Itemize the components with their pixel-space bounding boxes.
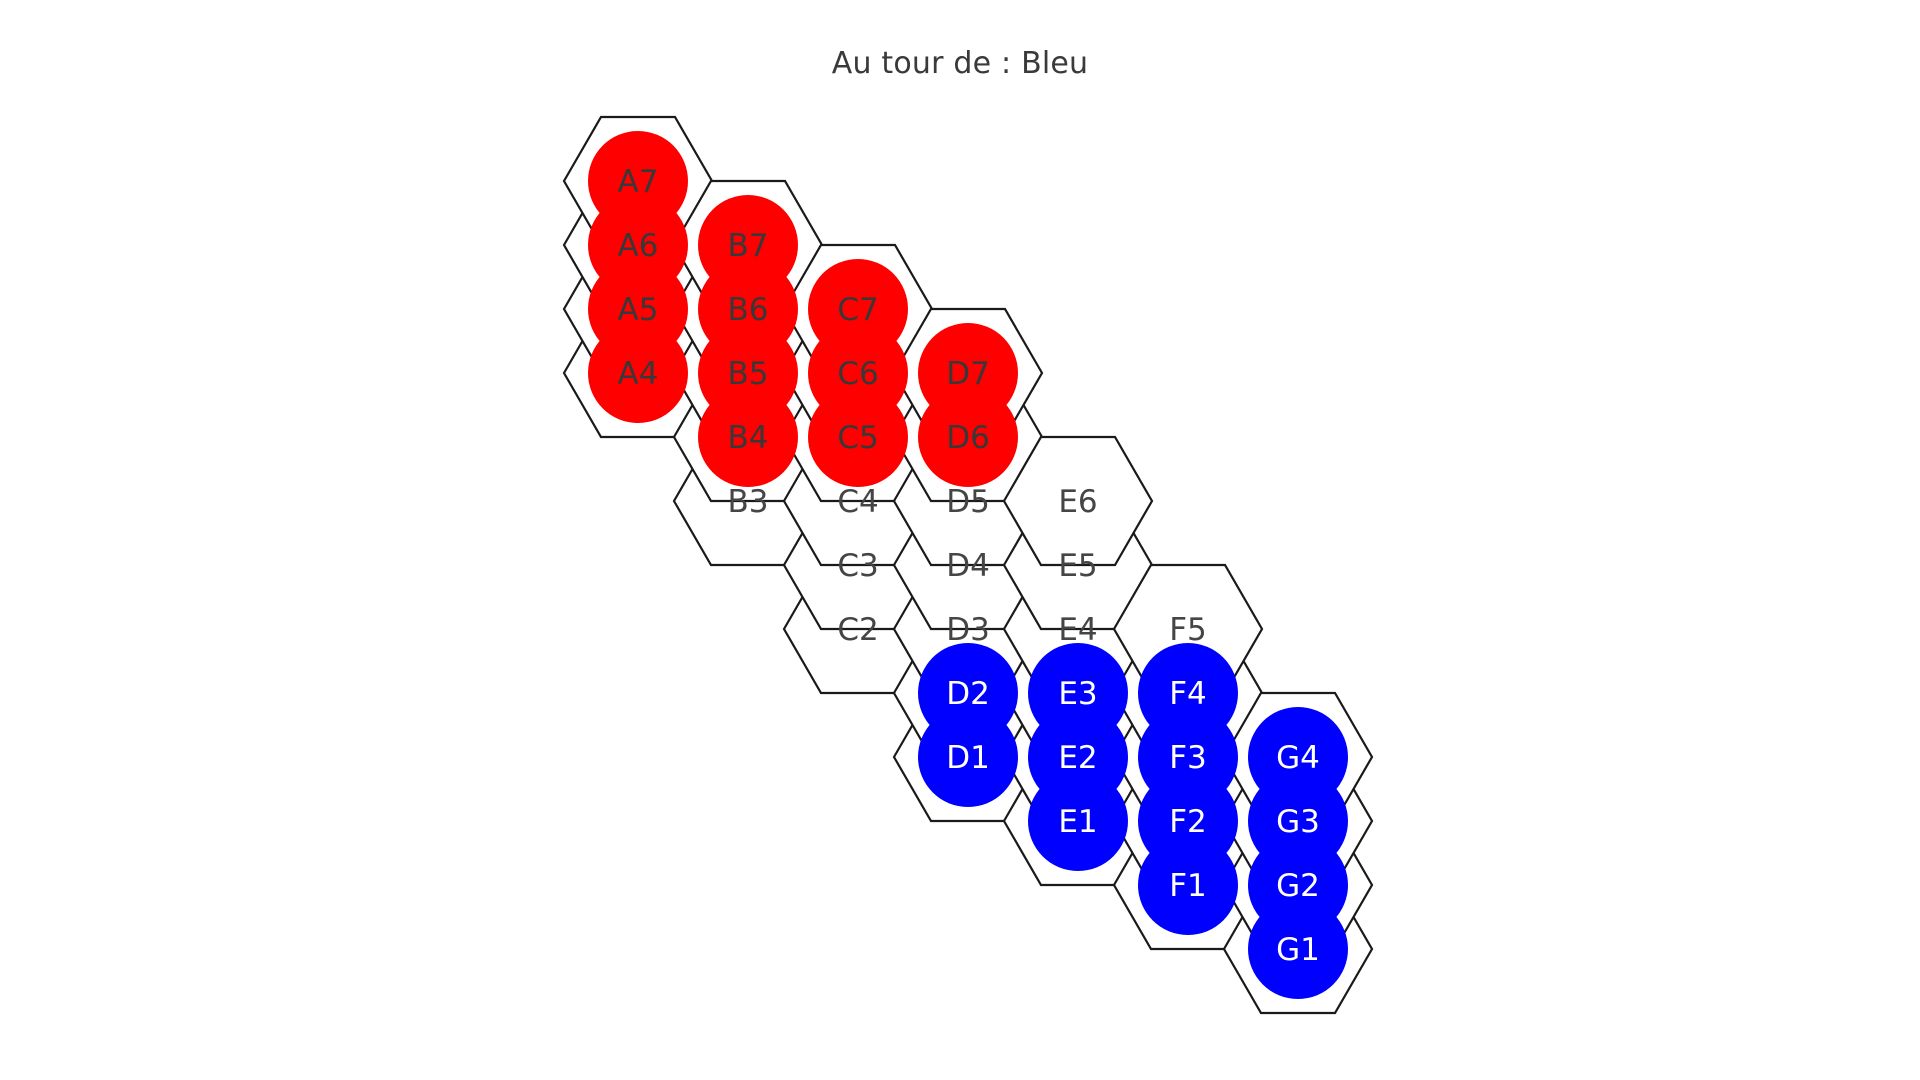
cell-label-f4: F4 [1169, 676, 1207, 712]
piece-blue-g4[interactable] [1248, 707, 1348, 807]
cell-label-d2: D2 [946, 676, 990, 712]
cell-label-b7: B7 [728, 228, 769, 264]
piece-layer [588, 131, 1348, 999]
cell-label-e3: E3 [1058, 676, 1097, 712]
cell-label-c3: C3 [837, 548, 878, 584]
cell-label-c4: C4 [837, 484, 878, 520]
piece-red-b7[interactable] [698, 195, 798, 295]
piece-red-c7[interactable] [808, 259, 908, 359]
cell-label-c7: C7 [837, 292, 878, 328]
piece-blue-f4[interactable] [1138, 643, 1238, 743]
cell-label-d5: D5 [946, 484, 990, 520]
cell-label-e6: E6 [1058, 484, 1097, 520]
cell-label-g4: G4 [1276, 740, 1320, 776]
piece-red-d7[interactable] [918, 323, 1018, 423]
piece-red-a7[interactable] [588, 131, 688, 231]
cell-label-c5: C5 [837, 420, 878, 456]
piece-blue-e3[interactable] [1028, 643, 1128, 743]
turn-indicator: Au tour de : Bleu [831, 46, 1089, 81]
cell-label-c6: C6 [837, 356, 878, 392]
piece-blue-d2[interactable] [918, 643, 1018, 743]
cell-label-d3: D3 [946, 612, 990, 648]
cell-label-g1: G1 [1276, 932, 1320, 968]
cell-label-b6: B6 [728, 292, 769, 328]
cell-label-d4: D4 [946, 548, 990, 584]
cell-label-e5: E5 [1058, 548, 1097, 584]
cell-label-b3: B3 [728, 484, 769, 520]
board-cell-e6[interactable] [1002, 435, 1154, 567]
cell-label-f1: F1 [1169, 868, 1207, 904]
cell-label-a6: A6 [618, 228, 659, 264]
cell-label-a4: A4 [618, 356, 659, 392]
cell-label-a5: A5 [618, 292, 659, 328]
cell-label-b5: B5 [728, 356, 769, 392]
cell-label-d6: D6 [946, 420, 990, 456]
cell-label-a7: A7 [618, 164, 659, 200]
cell-label-f3: F3 [1169, 740, 1207, 776]
cell-label-d1: D1 [946, 740, 990, 776]
cell-label-f5: F5 [1169, 612, 1207, 648]
cell-label-b4: B4 [728, 420, 769, 456]
cell-label-e4: E4 [1058, 612, 1097, 648]
cell-label-e1: E1 [1058, 804, 1097, 840]
cell-label-d7: D7 [946, 356, 990, 392]
cell-label-g3: G3 [1276, 804, 1320, 840]
cell-label-e2: E2 [1058, 740, 1097, 776]
cell-label-f2: F2 [1169, 804, 1207, 840]
cell-label-g2: G2 [1276, 868, 1320, 904]
cell-label-c2: C2 [837, 612, 878, 648]
